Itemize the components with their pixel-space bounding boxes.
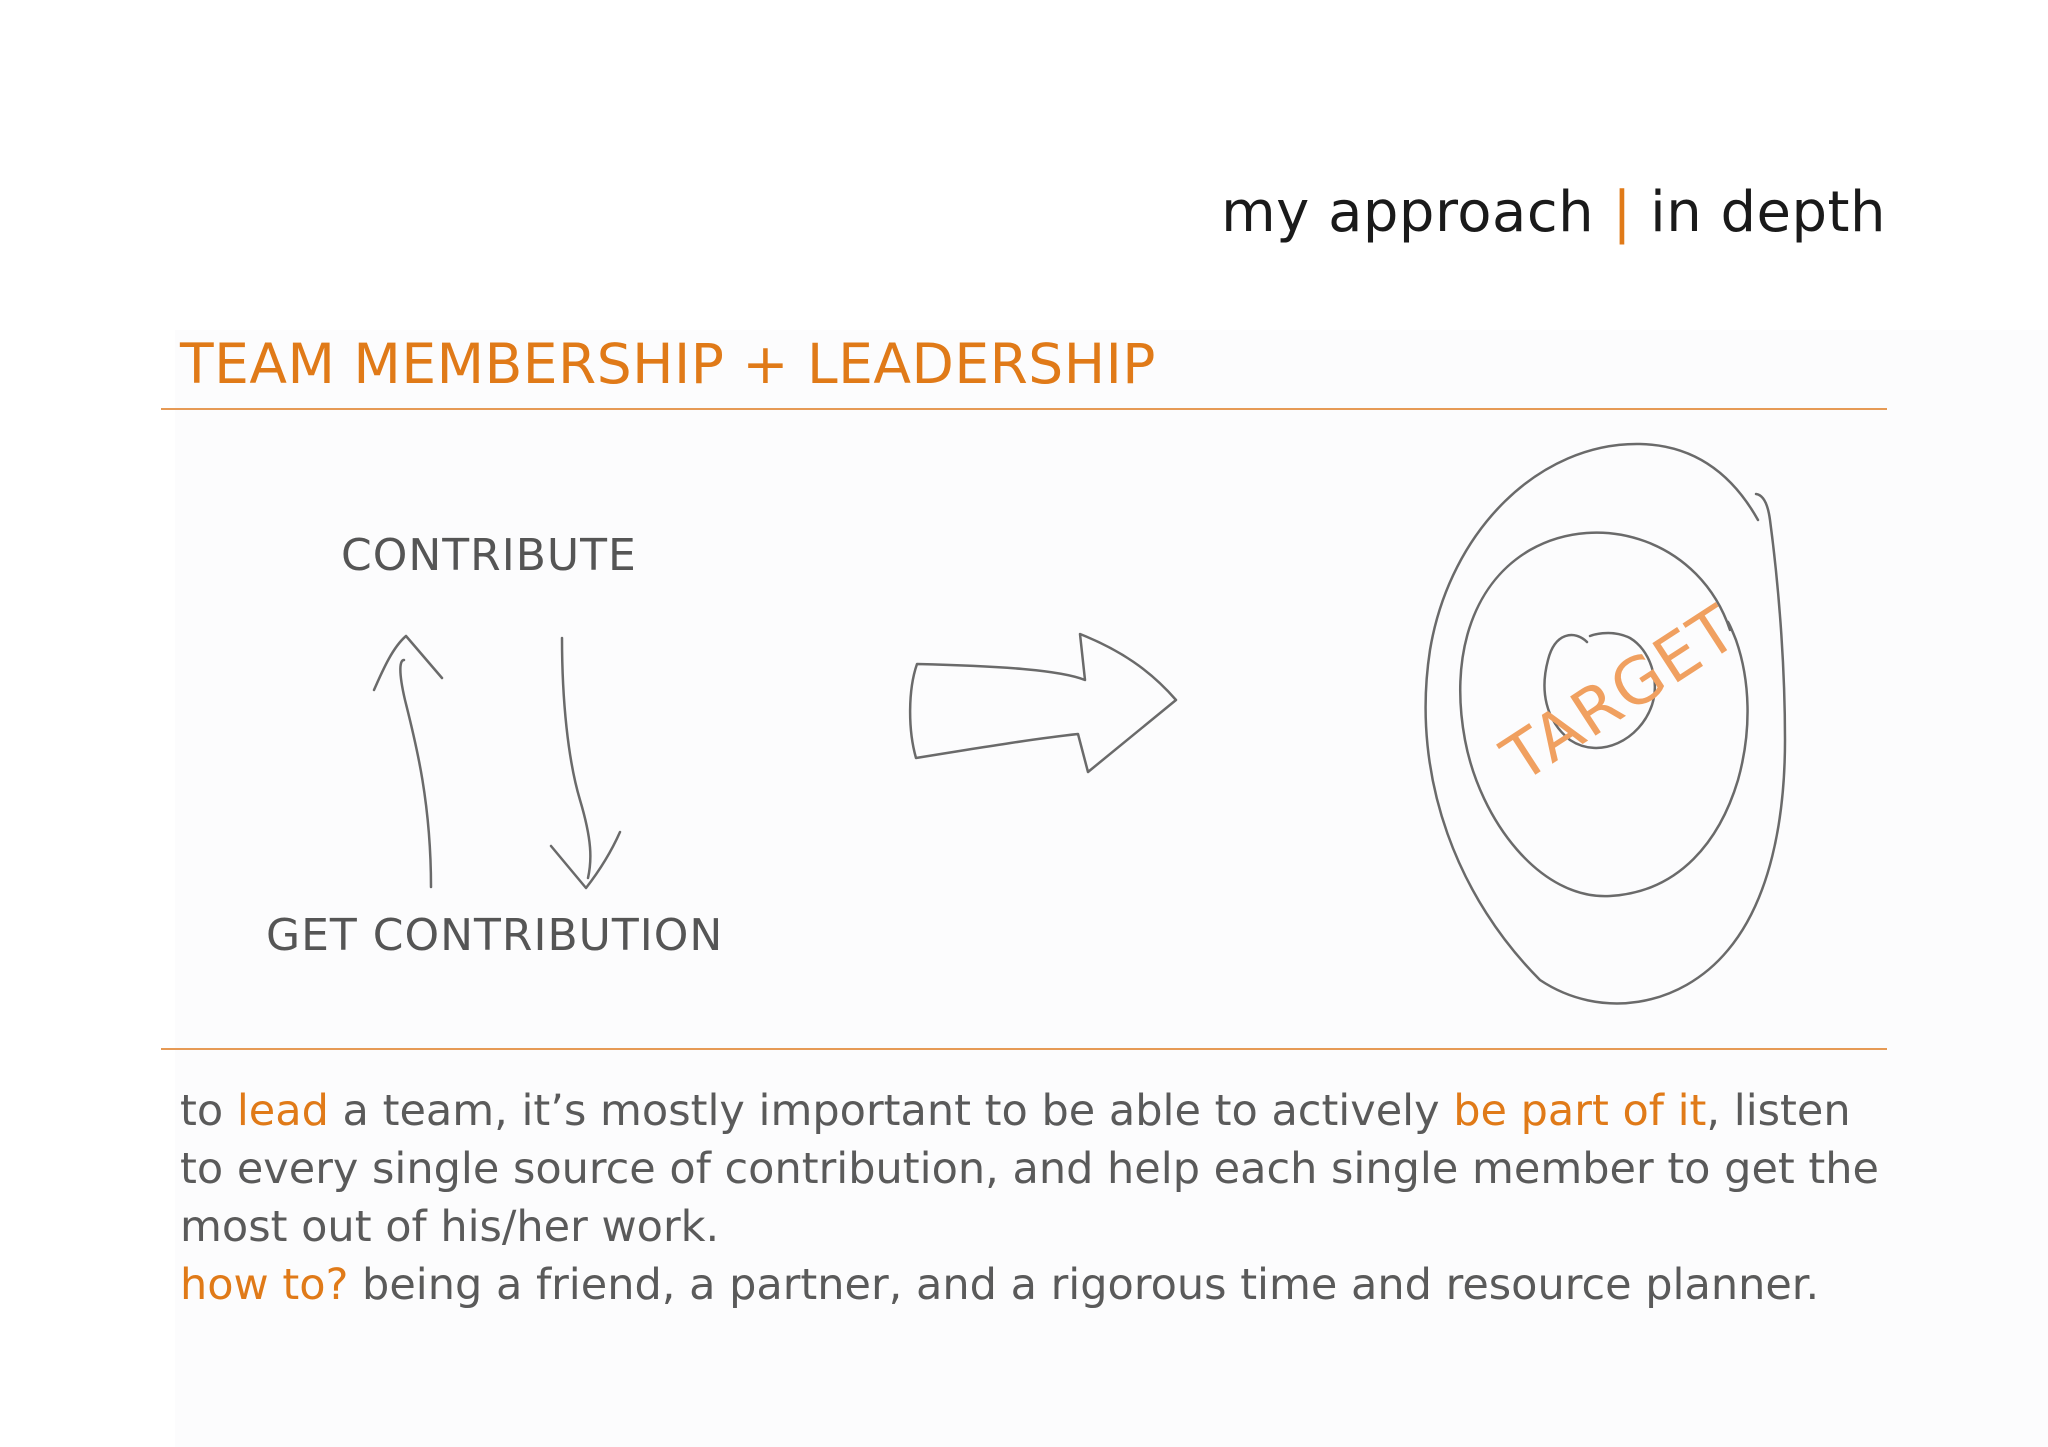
body-text-2: a team, it’s mostly important to be able…: [328, 1086, 1454, 1136]
body-text-4: being a friend, a partner, and a rigorou…: [348, 1260, 1820, 1310]
body-paragraph: to lead a team, it’s mostly important to…: [180, 1082, 1900, 1314]
down-arrow-icon: [549, 636, 622, 890]
body-text-1: to: [180, 1086, 237, 1136]
header-right: in depth: [1650, 180, 1886, 245]
page-background: [175, 330, 2048, 1447]
highlight-how-to: how to?: [180, 1260, 349, 1310]
right-arrow-icon: [908, 632, 1178, 774]
bottom-divider: [161, 1048, 1887, 1050]
target-spiral-icon: [1543, 631, 1656, 750]
highlight-lead: lead: [236, 1086, 329, 1136]
section-title: TEAM MEMBERSHIP + LEADERSHIP: [180, 332, 1156, 396]
highlight-be-part: be part of it: [1453, 1086, 1707, 1136]
header-left: my approach: [1221, 180, 1595, 245]
get-contribution-label: GET CONTRIBUTION: [266, 910, 724, 961]
header-separator: |: [1612, 180, 1632, 245]
contribute-label: CONTRIBUTE: [341, 530, 637, 581]
top-divider: [161, 408, 1887, 410]
up-arrow-icon: [372, 634, 444, 889]
page-header: my approach | in depth: [1221, 180, 1886, 245]
body-text-3: , listen to every single source of contr…: [180, 1086, 1880, 1252]
